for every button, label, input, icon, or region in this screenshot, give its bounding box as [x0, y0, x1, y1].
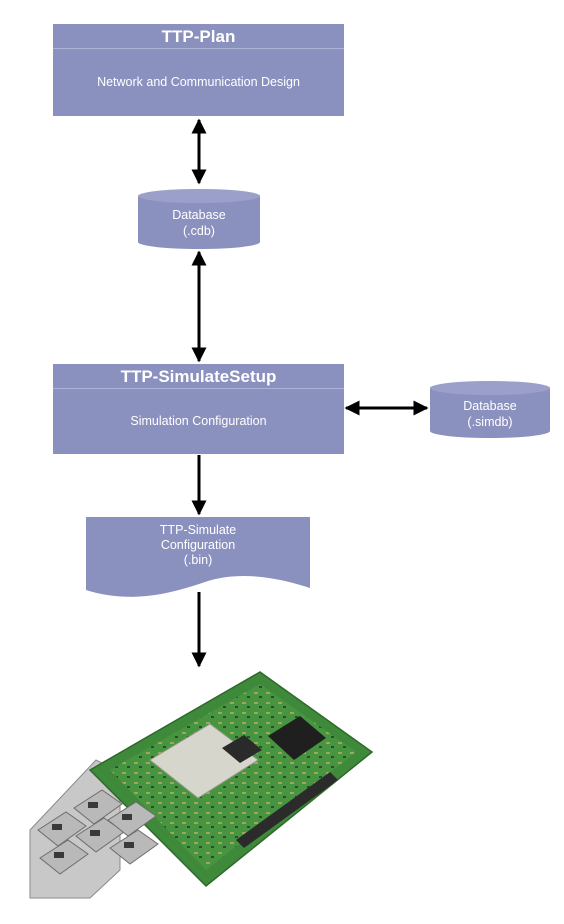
database-cdb-line1: Database — [172, 208, 226, 222]
database-cdb-label: Database (.cdb) — [138, 207, 260, 239]
database-simdb-line1: Database — [463, 399, 517, 413]
database-simdb-label: Database (.simdb) — [430, 398, 550, 430]
document-line3: (.bin) — [183, 553, 213, 567]
configuration-document-shape — [86, 517, 310, 597]
ttp-plan-box: TTP-Plan Network and Communication Desig… — [53, 24, 344, 116]
configuration-document-label: TTP-Simulate Configuration (.bin) — [86, 523, 310, 568]
ttp-simulatesetup-title: TTP-SimulateSetup — [53, 364, 344, 389]
document-line2: Configuration — [160, 538, 236, 552]
simulation-board-image — [29, 671, 374, 899]
document-line1: TTP-Simulate — [159, 523, 237, 537]
ttp-simulatesetup-subtitle: Simulation Configuration — [130, 414, 267, 428]
ttp-plan-subtitle: Network and Communication Design — [97, 75, 300, 89]
ttp-plan-title: TTP-Plan — [53, 24, 344, 49]
database-simdb-cylinder — [430, 381, 550, 438]
database-cdb-cylinder — [138, 189, 260, 249]
database-simdb-line2: (.simdb) — [467, 415, 513, 429]
database-cdb-line2: (.cdb) — [183, 224, 215, 238]
ttp-simulatesetup-box: TTP-SimulateSetup Simulation Configurati… — [53, 364, 344, 454]
